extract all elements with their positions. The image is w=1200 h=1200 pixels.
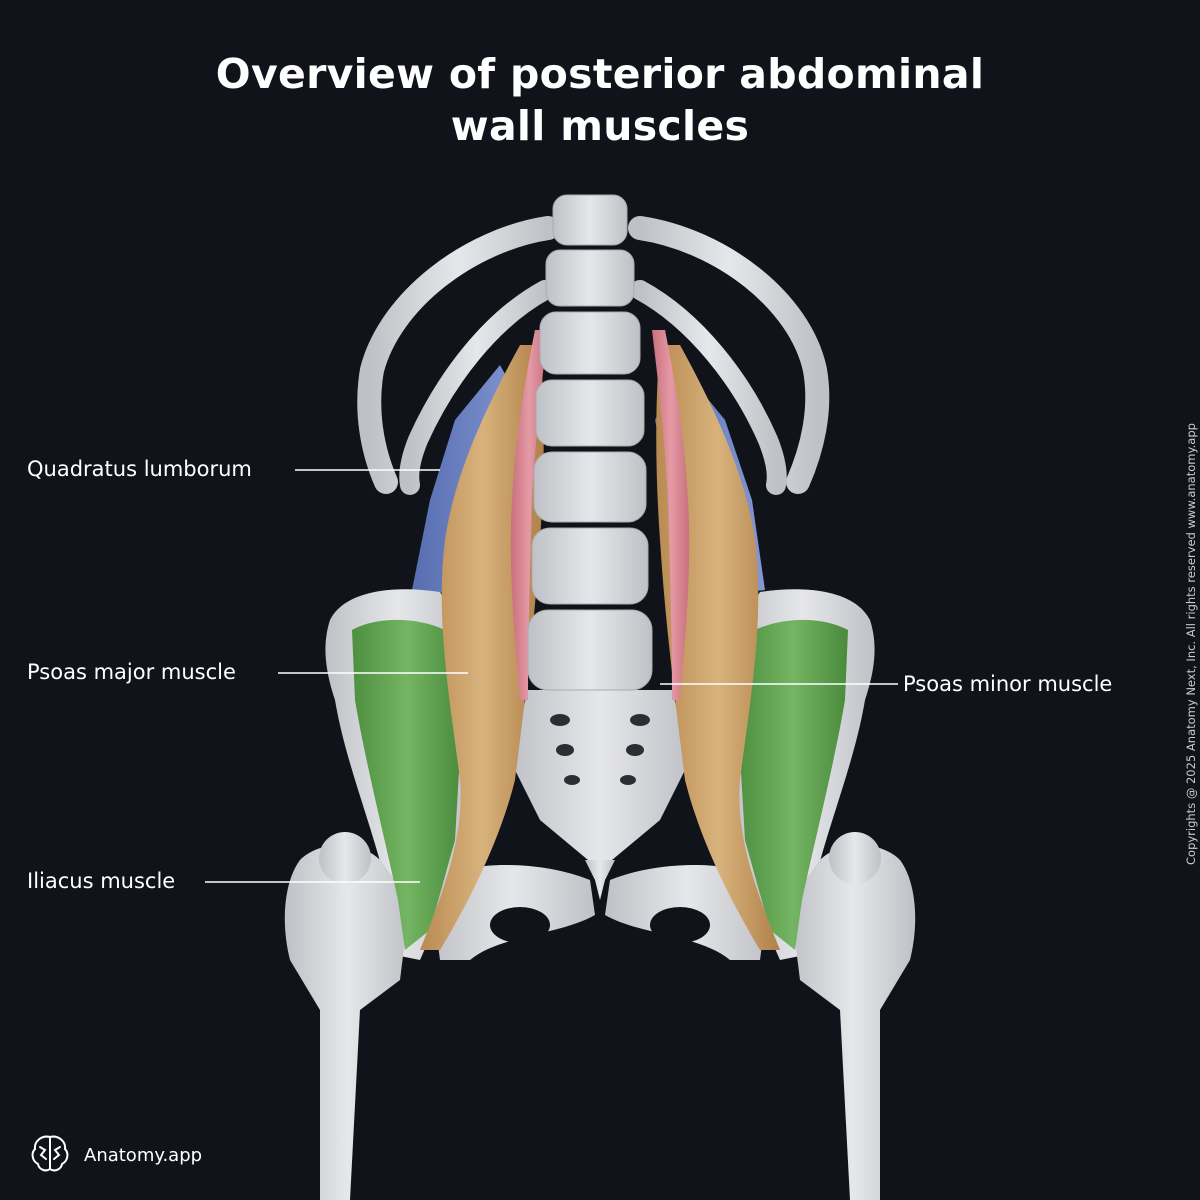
vertebra-l5 bbox=[531, 527, 649, 605]
iliacus-label: Iliacus muscle bbox=[27, 869, 176, 893]
page-title: Overview of posterior abdominal wall mus… bbox=[0, 48, 1200, 152]
quadratus-lumborum-label: Quadratus lumborum bbox=[27, 457, 252, 481]
right-femur bbox=[790, 845, 916, 1200]
vertebral-column bbox=[527, 194, 653, 691]
right-upper-rib bbox=[628, 216, 830, 494]
sacral-foramina bbox=[550, 714, 650, 785]
psoas-minor-left bbox=[510, 330, 548, 700]
iliacus bbox=[352, 619, 848, 950]
psoas-major-label: Psoas major muscle bbox=[27, 660, 236, 684]
iliacus-left bbox=[352, 619, 462, 950]
brand: Anatomy.app bbox=[28, 1132, 202, 1178]
left-femur bbox=[284, 845, 410, 1200]
copyright-text: Copyrights @ 2025 Anatomy Next, Inc. All… bbox=[1184, 423, 1198, 865]
leader-lines bbox=[205, 469, 898, 883]
left-upper-rib bbox=[357, 216, 560, 494]
vertebra-s1 bbox=[527, 609, 653, 691]
coccyx bbox=[585, 860, 615, 900]
ribs bbox=[357, 216, 830, 495]
vertebra-l4 bbox=[533, 451, 647, 523]
vertebra-l3 bbox=[535, 379, 645, 447]
left-femoral-head bbox=[319, 832, 371, 884]
right-femoral-head bbox=[829, 832, 881, 884]
title-line-2: wall muscles bbox=[450, 102, 750, 150]
brand-name: Anatomy.app bbox=[84, 1144, 203, 1166]
copyright-notice: Copyrights @ 2025 Anatomy Next, Inc. All… bbox=[1184, 345, 1200, 865]
obturator-foramina bbox=[490, 907, 710, 943]
psoas-minor-right bbox=[652, 330, 690, 700]
vertebra-l2 bbox=[539, 311, 641, 375]
title-line-1: Overview of posterior abdominal bbox=[215, 50, 985, 98]
femurs bbox=[284, 832, 916, 1200]
vertebra-t12 bbox=[552, 194, 628, 246]
left-lower-rib bbox=[399, 280, 555, 495]
right-lower-rib bbox=[630, 280, 787, 495]
brain-icon bbox=[28, 1131, 72, 1179]
sacrum bbox=[510, 690, 690, 870]
psoas-minor-label: Psoas minor muscle bbox=[903, 672, 1113, 696]
iliacus-right bbox=[738, 619, 848, 950]
psoas-minor bbox=[510, 330, 690, 700]
vertebra-l1 bbox=[545, 249, 635, 307]
